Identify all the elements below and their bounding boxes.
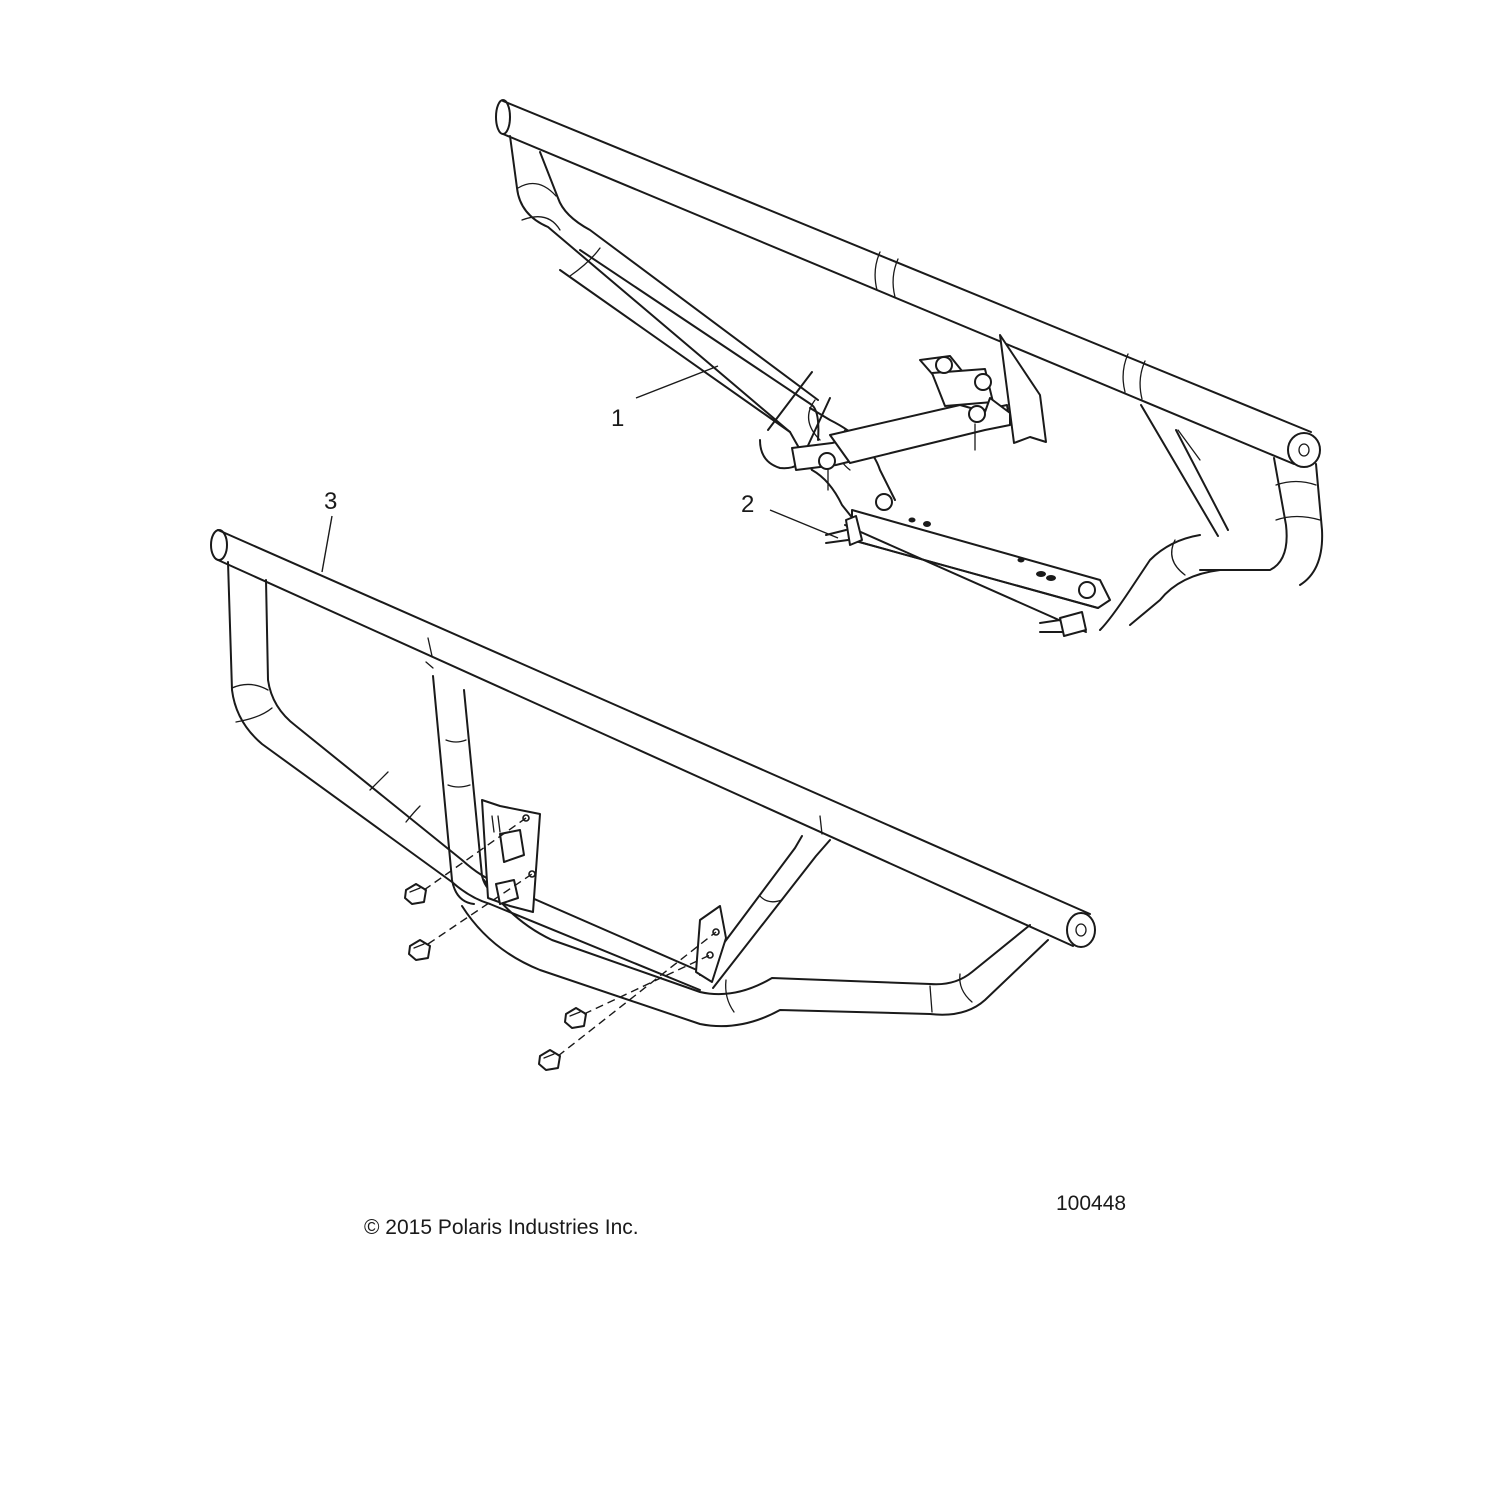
bumper-assembly-3 [211,530,1095,1070]
svg-text:3: 3 [324,488,337,515]
figure-number: 100448 [1056,1192,1127,1215]
copyright-notice: © 2015 Polaris Industries Inc. [364,1216,639,1239]
bumper-assembly-1 [496,100,1322,630]
flange-bolt [405,884,426,904]
flange-bolt [409,940,430,960]
svg-text:2: 2 [741,491,754,518]
flange-bolt [565,1008,586,1028]
callout-1: 1 [611,366,718,432]
mounting-bracket-2 [826,494,1110,636]
callout-3: 3 [322,488,337,572]
flange-bolt [539,1050,560,1070]
callout-2: 2 [741,491,838,538]
svg-text:1: 1 [611,405,624,432]
